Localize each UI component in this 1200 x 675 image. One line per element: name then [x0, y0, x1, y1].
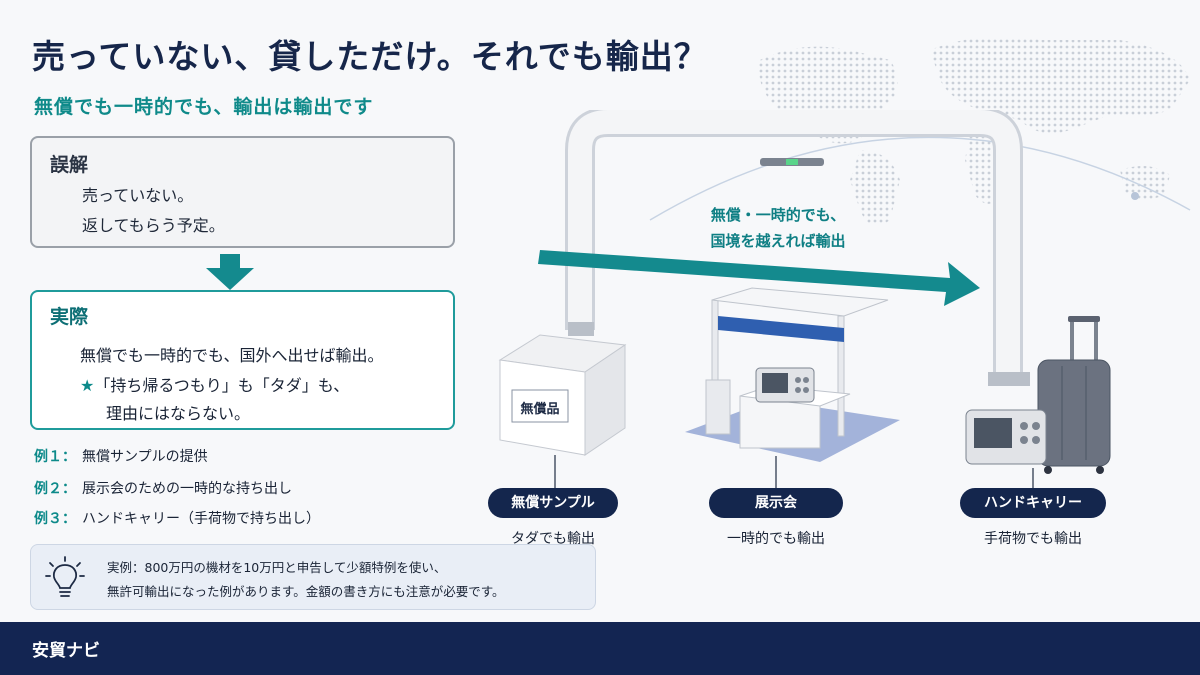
case-label-sample: 無償サンプル — [488, 488, 618, 518]
export-arrow-icon — [538, 250, 980, 306]
gate-message: 国境を越えれば輸出 — [710, 232, 846, 250]
note-line: 無許可輸出になった例があります。金額の書き方にも注意が必要です。 — [107, 584, 505, 599]
reality-heading: 実際 — [50, 306, 89, 328]
box-label: 無償品 — [520, 401, 559, 417]
orbit-line — [649, 136, 1191, 221]
brand-name: 安貿ナビ — [32, 641, 100, 661]
star-icon: ★ — [80, 376, 95, 395]
down-arrow-icon — [206, 254, 254, 290]
case-caption: 手荷物でも輸出 — [984, 531, 1082, 547]
case-caption: 一時的でも輸出 — [727, 531, 825, 547]
reality-line-text: 「持ち帰るつもり」も「タダ」も、 — [94, 376, 350, 395]
gate-message: 無償・一時的でも、 — [710, 206, 846, 224]
gift-box — [498, 334, 627, 456]
border-gate — [565, 110, 1030, 386]
page-subtitle: 無償でも一時的でも、輸出は輸出です — [34, 96, 374, 118]
note-line: 実例：800万円の機材を10万円と申告して少額特例を使い、 — [107, 560, 447, 575]
case-label-exhibition: 展示会 — [709, 488, 843, 518]
footer-bar: 安貿ナビ — [0, 622, 1200, 675]
example-text: 展示会のための一時的な持ち出し — [82, 481, 292, 497]
case-label-handcarry: ハンドキャリー — [960, 488, 1106, 518]
case-note: 実例：800万円の機材を10万円と申告して少額特例を使い、 無許可輸出になった例… — [30, 544, 596, 610]
example-item: 例２： 展示会のための一時的な持ち出し — [34, 478, 292, 498]
misconception-line: 返してもらう予定。 — [82, 216, 225, 235]
example-label: 例２： — [34, 481, 76, 497]
page-title: 売っていない、貸しただけ。それでも輸出？ — [32, 37, 708, 76]
lightbulb-icon — [45, 556, 85, 597]
misconception-heading: 誤解 — [50, 154, 89, 176]
misconception-line: 売っていない。 — [82, 186, 194, 205]
export-scene-illustration: 無償品 — [498, 110, 1111, 488]
misconception-box: 誤解 売っていない。 返してもらう予定。 — [30, 136, 455, 248]
example-item: 例１： 無償サンプルの提供 — [34, 446, 208, 466]
reality-box: 実際 無償でも一時的でも、国外へ出せば輸出。 ★「持ち帰るつもり」も「タダ」も、… — [30, 290, 455, 430]
reality-line: ★「持ち帰るつもり」も「タダ」も、 — [80, 372, 349, 396]
example-label: 例１： — [34, 449, 76, 465]
example-item: 例３： ハンドキャリー（手荷物で持ち出し） — [34, 508, 320, 528]
case-caption: タダでも輸出 — [511, 531, 595, 547]
reality-line: 無償でも一時的でも、国外へ出せば輸出。 — [80, 346, 384, 365]
example-text: ハンドキャリー（手荷物で持ち出し） — [82, 511, 320, 527]
exhibition-booth — [685, 287, 900, 462]
example-label: 例３： — [34, 511, 76, 527]
reality-line: 理由にはならない。 — [106, 404, 251, 423]
example-text: 無償サンプルの提供 — [82, 449, 208, 465]
suitcase — [965, 316, 1111, 474]
